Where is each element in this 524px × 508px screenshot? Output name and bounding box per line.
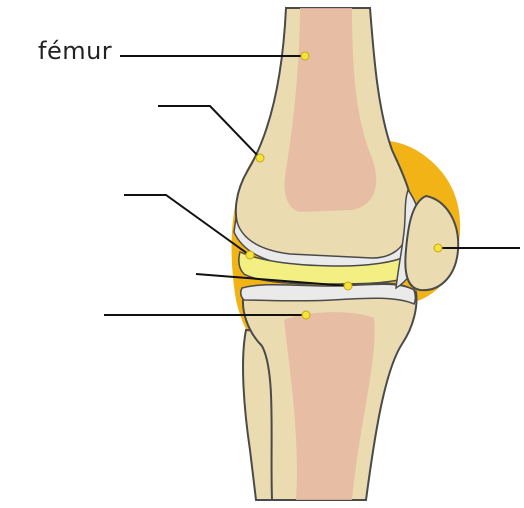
leader-line-synovial-membrane bbox=[158, 106, 260, 158]
leader-line-articular-cartilage bbox=[124, 195, 248, 254]
marker-synovial-membrane bbox=[256, 154, 264, 162]
marker-femur bbox=[301, 52, 309, 60]
marker-articular-cartilage bbox=[246, 251, 254, 259]
marker-patella bbox=[434, 244, 442, 252]
marker-tibia bbox=[302, 311, 310, 319]
label-femur: fémur bbox=[38, 37, 112, 65]
marker-meniscus bbox=[344, 282, 352, 290]
